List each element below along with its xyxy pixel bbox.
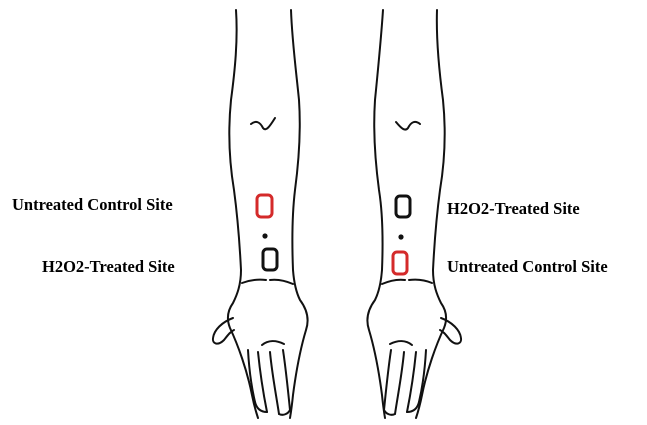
right-arm-upper-label: H2O2-Treated Site <box>447 201 580 218</box>
left-arm-control-site-marker <box>257 195 272 217</box>
left-arm-lower-label: H2O2-Treated Site <box>42 259 175 276</box>
right-arm-control-site-marker <box>393 252 407 274</box>
right-arm-center-dot <box>398 234 403 239</box>
left-arm-center-dot <box>262 233 267 238</box>
left-arm-treated-site-marker <box>263 249 277 270</box>
left-arm-upper-label: Untreated Control Site <box>12 197 173 214</box>
left-forearm <box>213 10 308 418</box>
right-arm-lower-label: Untreated Control Site <box>447 259 608 276</box>
right-arm-treated-site-marker <box>396 196 410 217</box>
